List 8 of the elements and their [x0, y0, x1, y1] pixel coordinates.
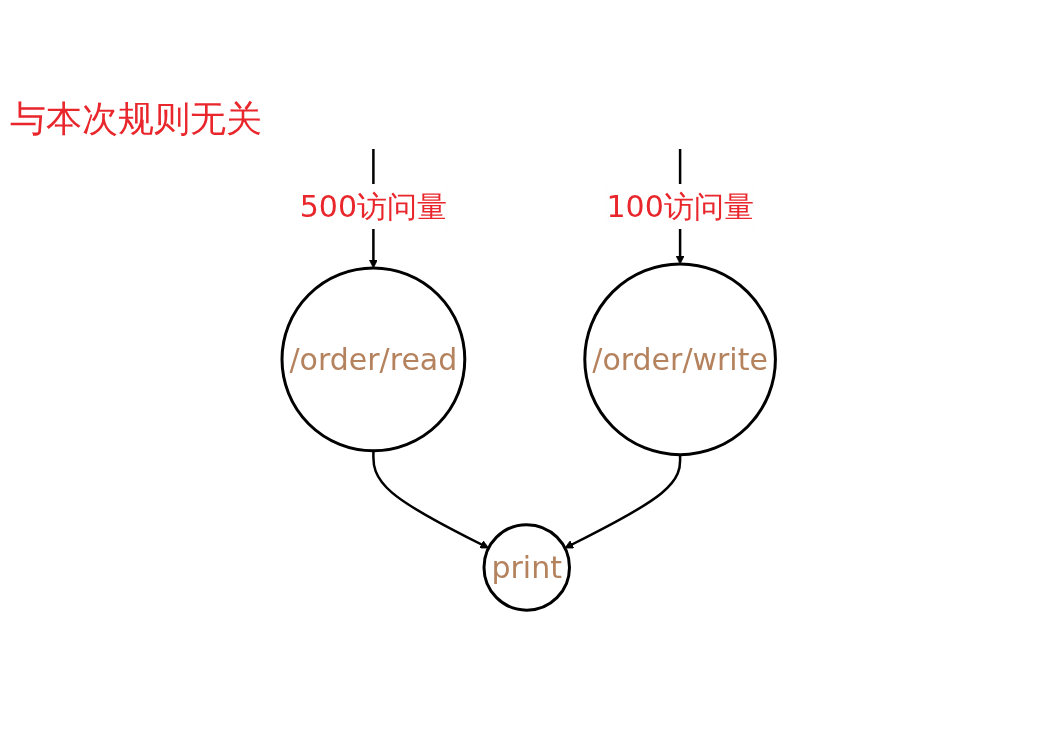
- node-circle: /order/write: [583, 262, 778, 457]
- node-circle: print: [482, 523, 572, 613]
- note-text: 与本次规则无关: [10, 97, 262, 141]
- arrow: [564, 455, 682, 549]
- arrow: [372, 451, 490, 549]
- edge-label: 500访问量: [300, 189, 448, 225]
- node-circle: /order/read: [280, 266, 467, 453]
- edge-label: 100访问量: [606, 189, 755, 225]
